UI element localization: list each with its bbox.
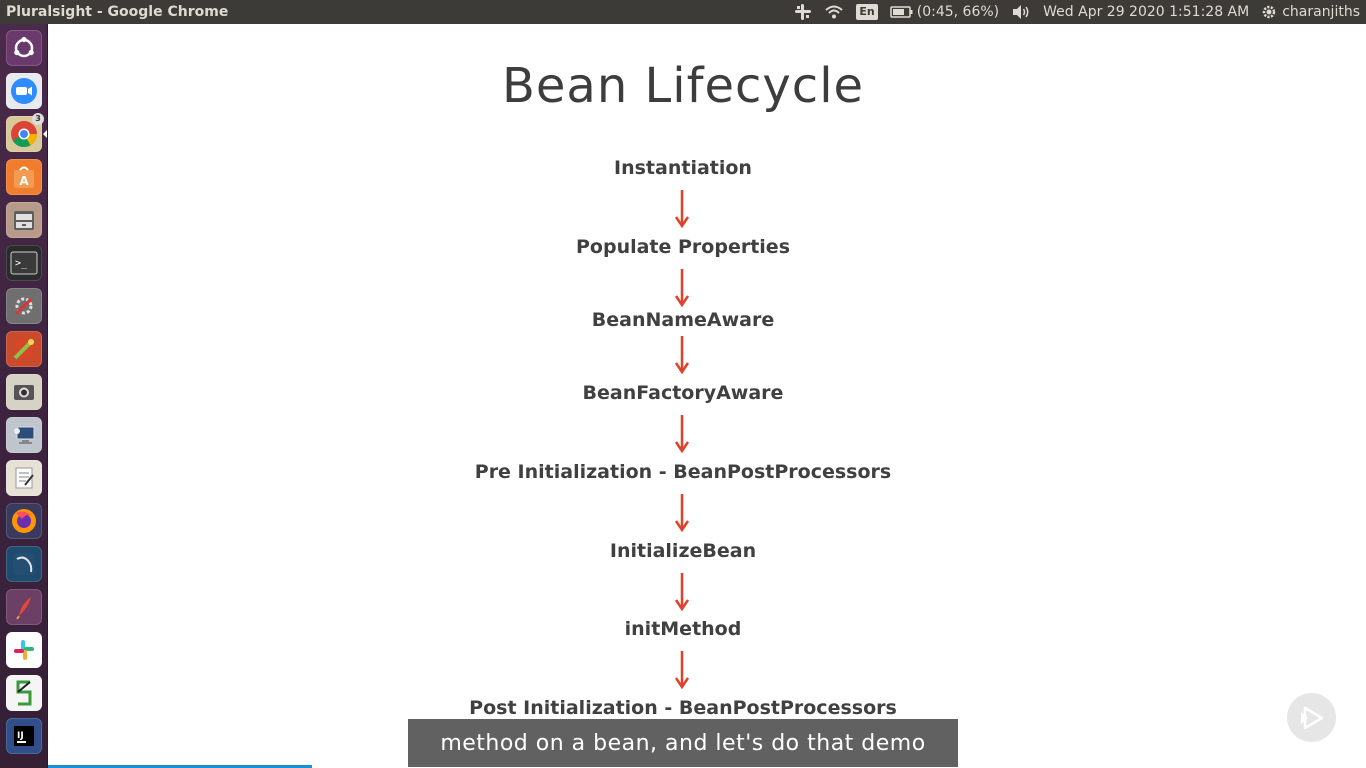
s-logo-icon	[16, 680, 32, 706]
launcher-zoom[interactable]	[6, 73, 42, 109]
volume-icon[interactable]	[1005, 0, 1037, 24]
text-editor-icon	[15, 467, 34, 489]
battery-text: (0:45, 66%)	[916, 4, 1000, 20]
down-arrow-icon	[675, 573, 689, 611]
firefox-icon	[12, 509, 36, 533]
camera-icon	[14, 385, 34, 400]
launcher-software-center[interactable]: A	[6, 159, 42, 195]
user-menu[interactable]: charanjiths	[1255, 0, 1366, 24]
svg-text:A: A	[19, 174, 29, 188]
software-center-icon: A	[14, 166, 34, 188]
play-icon	[1300, 706, 1323, 729]
launcher-remote-desktop[interactable]	[6, 417, 42, 453]
svg-text:>_: >_	[15, 258, 28, 269]
remote-desktop-icon	[14, 426, 35, 444]
window-title: Pluralsight - Google Chrome	[6, 4, 229, 20]
battery-icon	[890, 6, 913, 18]
lifecycle-step: BeanNameAware	[591, 309, 775, 331]
launcher-text-editor[interactable]	[6, 460, 42, 496]
settings-tools-icon	[14, 297, 33, 316]
lifecycle-step: Pre Initialization - BeanPostProcessors	[474, 461, 892, 483]
slack-icon[interactable]	[788, 0, 818, 24]
chrome-icon	[11, 121, 38, 148]
launcher-intellij[interactable]: IJ	[6, 718, 42, 754]
down-arrow-icon	[675, 415, 689, 453]
slide: Bean Lifecycle Instantiation Populate Pr…	[48, 24, 1366, 768]
slack-app-icon	[14, 640, 34, 660]
lifecycle-step: InitializeBean	[609, 540, 757, 562]
keyboard-layout-indicator[interactable]: En	[850, 0, 883, 24]
down-arrow-icon	[675, 269, 689, 307]
launcher-camera[interactable]	[6, 374, 42, 410]
svg-text:IJ: IJ	[17, 731, 24, 741]
indicator-area: En (0:45, 66%) Wed Apr 29 2020 1:51:28 A…	[788, 0, 1366, 24]
launcher-chrome[interactable]: 3	[6, 113, 44, 152]
lifecycle-step: BeanFactoryAware	[582, 382, 784, 404]
active-window-indicator	[43, 130, 47, 138]
launcher-ubuntu-dash[interactable]	[6, 30, 42, 66]
lifecycle-step: Instantiation	[614, 157, 752, 179]
launcher-terminal[interactable]: >_	[6, 245, 42, 281]
launcher-system-settings[interactable]	[6, 288, 42, 324]
ubuntu-logo-icon	[14, 36, 34, 58]
feather-icon	[16, 597, 31, 620]
down-arrow-icon	[675, 336, 689, 374]
down-arrow-icon	[675, 651, 689, 689]
launcher-sts[interactable]	[6, 675, 42, 711]
top-panel: Pluralsight - Google Chrome En	[0, 0, 1366, 24]
keyboard-layout-label: En	[856, 4, 878, 20]
down-arrow-icon	[675, 494, 689, 532]
slide-title: Bean Lifecycle	[501, 58, 865, 114]
mysql-workbench-icon	[13, 553, 35, 575]
terminal-icon: >_	[10, 251, 38, 275]
lifecycle-step: Post Initialization - BeanPostProcessors	[469, 697, 897, 719]
launcher-slack[interactable]	[6, 632, 42, 668]
clock[interactable]: Wed Apr 29 2020 1:51:28 AM	[1043, 4, 1250, 20]
intellij-icon: IJ	[14, 726, 34, 746]
gear-icon	[1262, 5, 1276, 19]
file-cabinet-icon	[14, 211, 34, 230]
launcher-app-tools[interactable]	[6, 331, 42, 367]
play-button[interactable]	[1287, 693, 1336, 742]
wifi-icon[interactable]	[818, 0, 850, 24]
lifecycle-step: Populate Properties	[575, 236, 791, 258]
tools-icon	[13, 338, 35, 360]
launcher-feather-app[interactable]	[6, 589, 42, 625]
user-name: charanjiths	[1282, 4, 1360, 20]
video-progress-bar[interactable]	[48, 765, 312, 768]
video-caption: method on a bean, and let's do that demo	[408, 719, 958, 767]
battery-indicator[interactable]: (0:45, 66%)	[884, 0, 1005, 24]
launcher-mysql-workbench[interactable]	[6, 546, 42, 582]
zoom-icon	[11, 78, 37, 104]
launcher: 3 A >_	[0, 24, 48, 768]
down-arrow-icon	[675, 190, 689, 228]
chrome-badge: 3	[32, 113, 44, 125]
launcher-firefox[interactable]	[6, 503, 42, 539]
launcher-files[interactable]	[6, 202, 42, 238]
lifecycle-step: initMethod	[624, 618, 742, 640]
